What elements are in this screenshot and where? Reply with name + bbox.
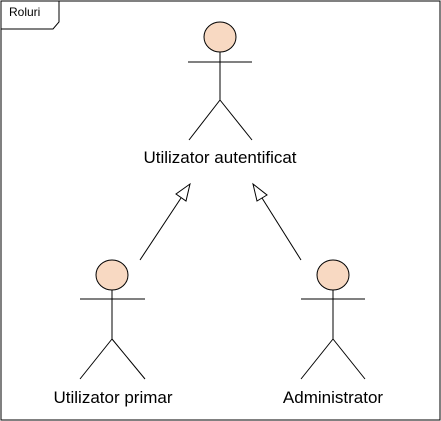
frame-title: Roluri bbox=[9, 5, 41, 19]
actor-left-leg bbox=[79, 338, 113, 380]
actor-head bbox=[316, 259, 350, 291]
actor-label-utilizator-primar: Utilizator primar bbox=[53, 388, 173, 407]
actor-right-leg bbox=[332, 338, 366, 380]
generalization-arrowhead bbox=[175, 182, 191, 202]
actor-utilizator-primar[interactable] bbox=[79, 259, 146, 380]
actor-left-leg bbox=[300, 338, 334, 380]
actor-administrator[interactable] bbox=[300, 259, 366, 380]
actor-head bbox=[203, 21, 237, 53]
actor-label-utilizator-autentificat: Utilizator autentificat bbox=[143, 148, 297, 167]
generalization-line bbox=[139, 197, 182, 261]
generalization-arrowhead bbox=[252, 182, 268, 202]
generalization-administrator-to-autentificat[interactable] bbox=[252, 182, 302, 261]
actor-label-administrator: Administrator bbox=[282, 388, 384, 407]
actor-right-leg bbox=[111, 338, 146, 380]
actor-right-leg bbox=[219, 99, 253, 141]
actor-utilizator-autentificat[interactable] bbox=[188, 21, 253, 141]
frame-name-tab bbox=[1, 1, 60, 30]
generalization-primar-to-autentificat[interactable] bbox=[139, 182, 191, 261]
generalization-line bbox=[261, 197, 302, 261]
actor-head bbox=[95, 259, 129, 291]
actor-left-leg bbox=[188, 99, 221, 141]
